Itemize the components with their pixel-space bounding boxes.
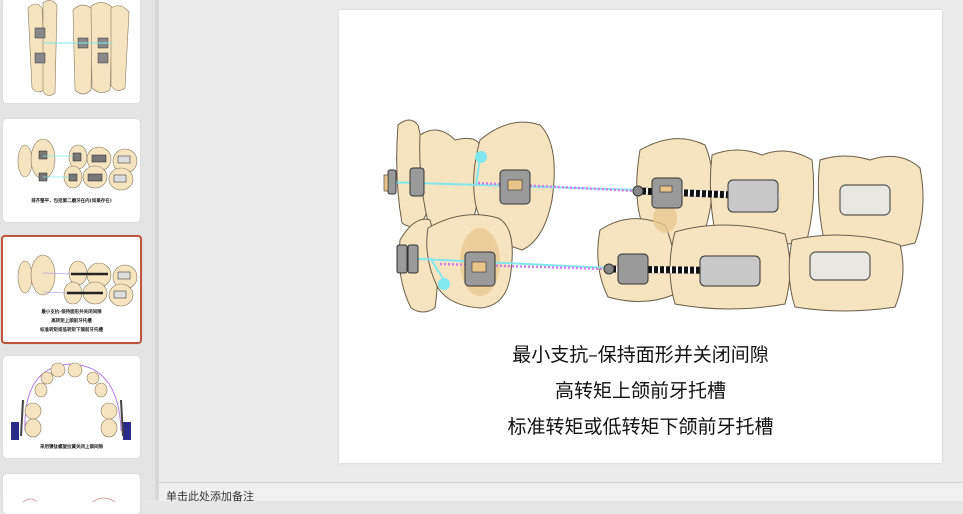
thumbnail-teeth-image: [17, 254, 138, 307]
thumbnail-teeth-image: [17, 138, 138, 191]
thumbnail-caption: 采用镍钛螺旋拉簧关闭上颌间隙: [40, 445, 103, 450]
slide-thumbnail-4[interactable]: 采用镍钛螺旋拉簧关闭上颌间隙: [3, 356, 140, 458]
slide-thumbnail-1[interactable]: [3, 0, 140, 103]
thumbnail-arch-image: [11, 362, 131, 440]
thumbnail-caption-line: 标准转矩或低转矩下颌前牙托槽: [40, 328, 103, 333]
slide-text-line-2[interactable]: 高转矩上颌前牙托槽: [554, 380, 726, 402]
notes-placeholder[interactable]: 单击此处添加备注: [166, 490, 254, 503]
slide-text-line-3[interactable]: 标准转矩或低转矩下颌前牙托槽: [507, 416, 774, 438]
slide-thumbnail-2[interactable]: 排齐整平，包括第二磨牙在内(如果存在): [3, 119, 140, 222]
thumbnail-caption-line: 最小支抗-保持面形并关闭间隙: [41, 310, 102, 315]
slide-thumbnail-5[interactable]: [3, 474, 140, 514]
orthodontic-braces-illustration: [383, 119, 924, 313]
slide-thumbnail-panel: 排齐整平，包括第二磨牙在内(如果存在) 最小支抗-保持面形并关闭间隙 高转矩上颌…: [0, 0, 155, 514]
thumbnail-teeth-image: [27, 0, 130, 96]
panel-splitter[interactable]: [155, 0, 159, 500]
slide-thumbnail-3[interactable]: 最小支抗-保持面形并关闭间隙 高转矩上颌前牙托槽 标准转矩或低转矩下颌前牙托槽: [1, 235, 142, 344]
thumbnail-caption-line: 高转矩上颌前牙托槽: [51, 319, 92, 324]
notes-pane[interactable]: 单击此处添加备注: [159, 482, 963, 503]
thumbnail-caption: 排齐整平，包括第二磨牙在内(如果存在): [31, 199, 112, 204]
slide-canvas[interactable]: 最小支抗–保持面形并关闭间隙 高转矩上颌前牙托槽 标准转矩或低转矩下颌前牙托槽: [339, 10, 942, 463]
slide-text-line-1[interactable]: 最小支抗–保持面形并关闭间隙: [512, 344, 769, 366]
